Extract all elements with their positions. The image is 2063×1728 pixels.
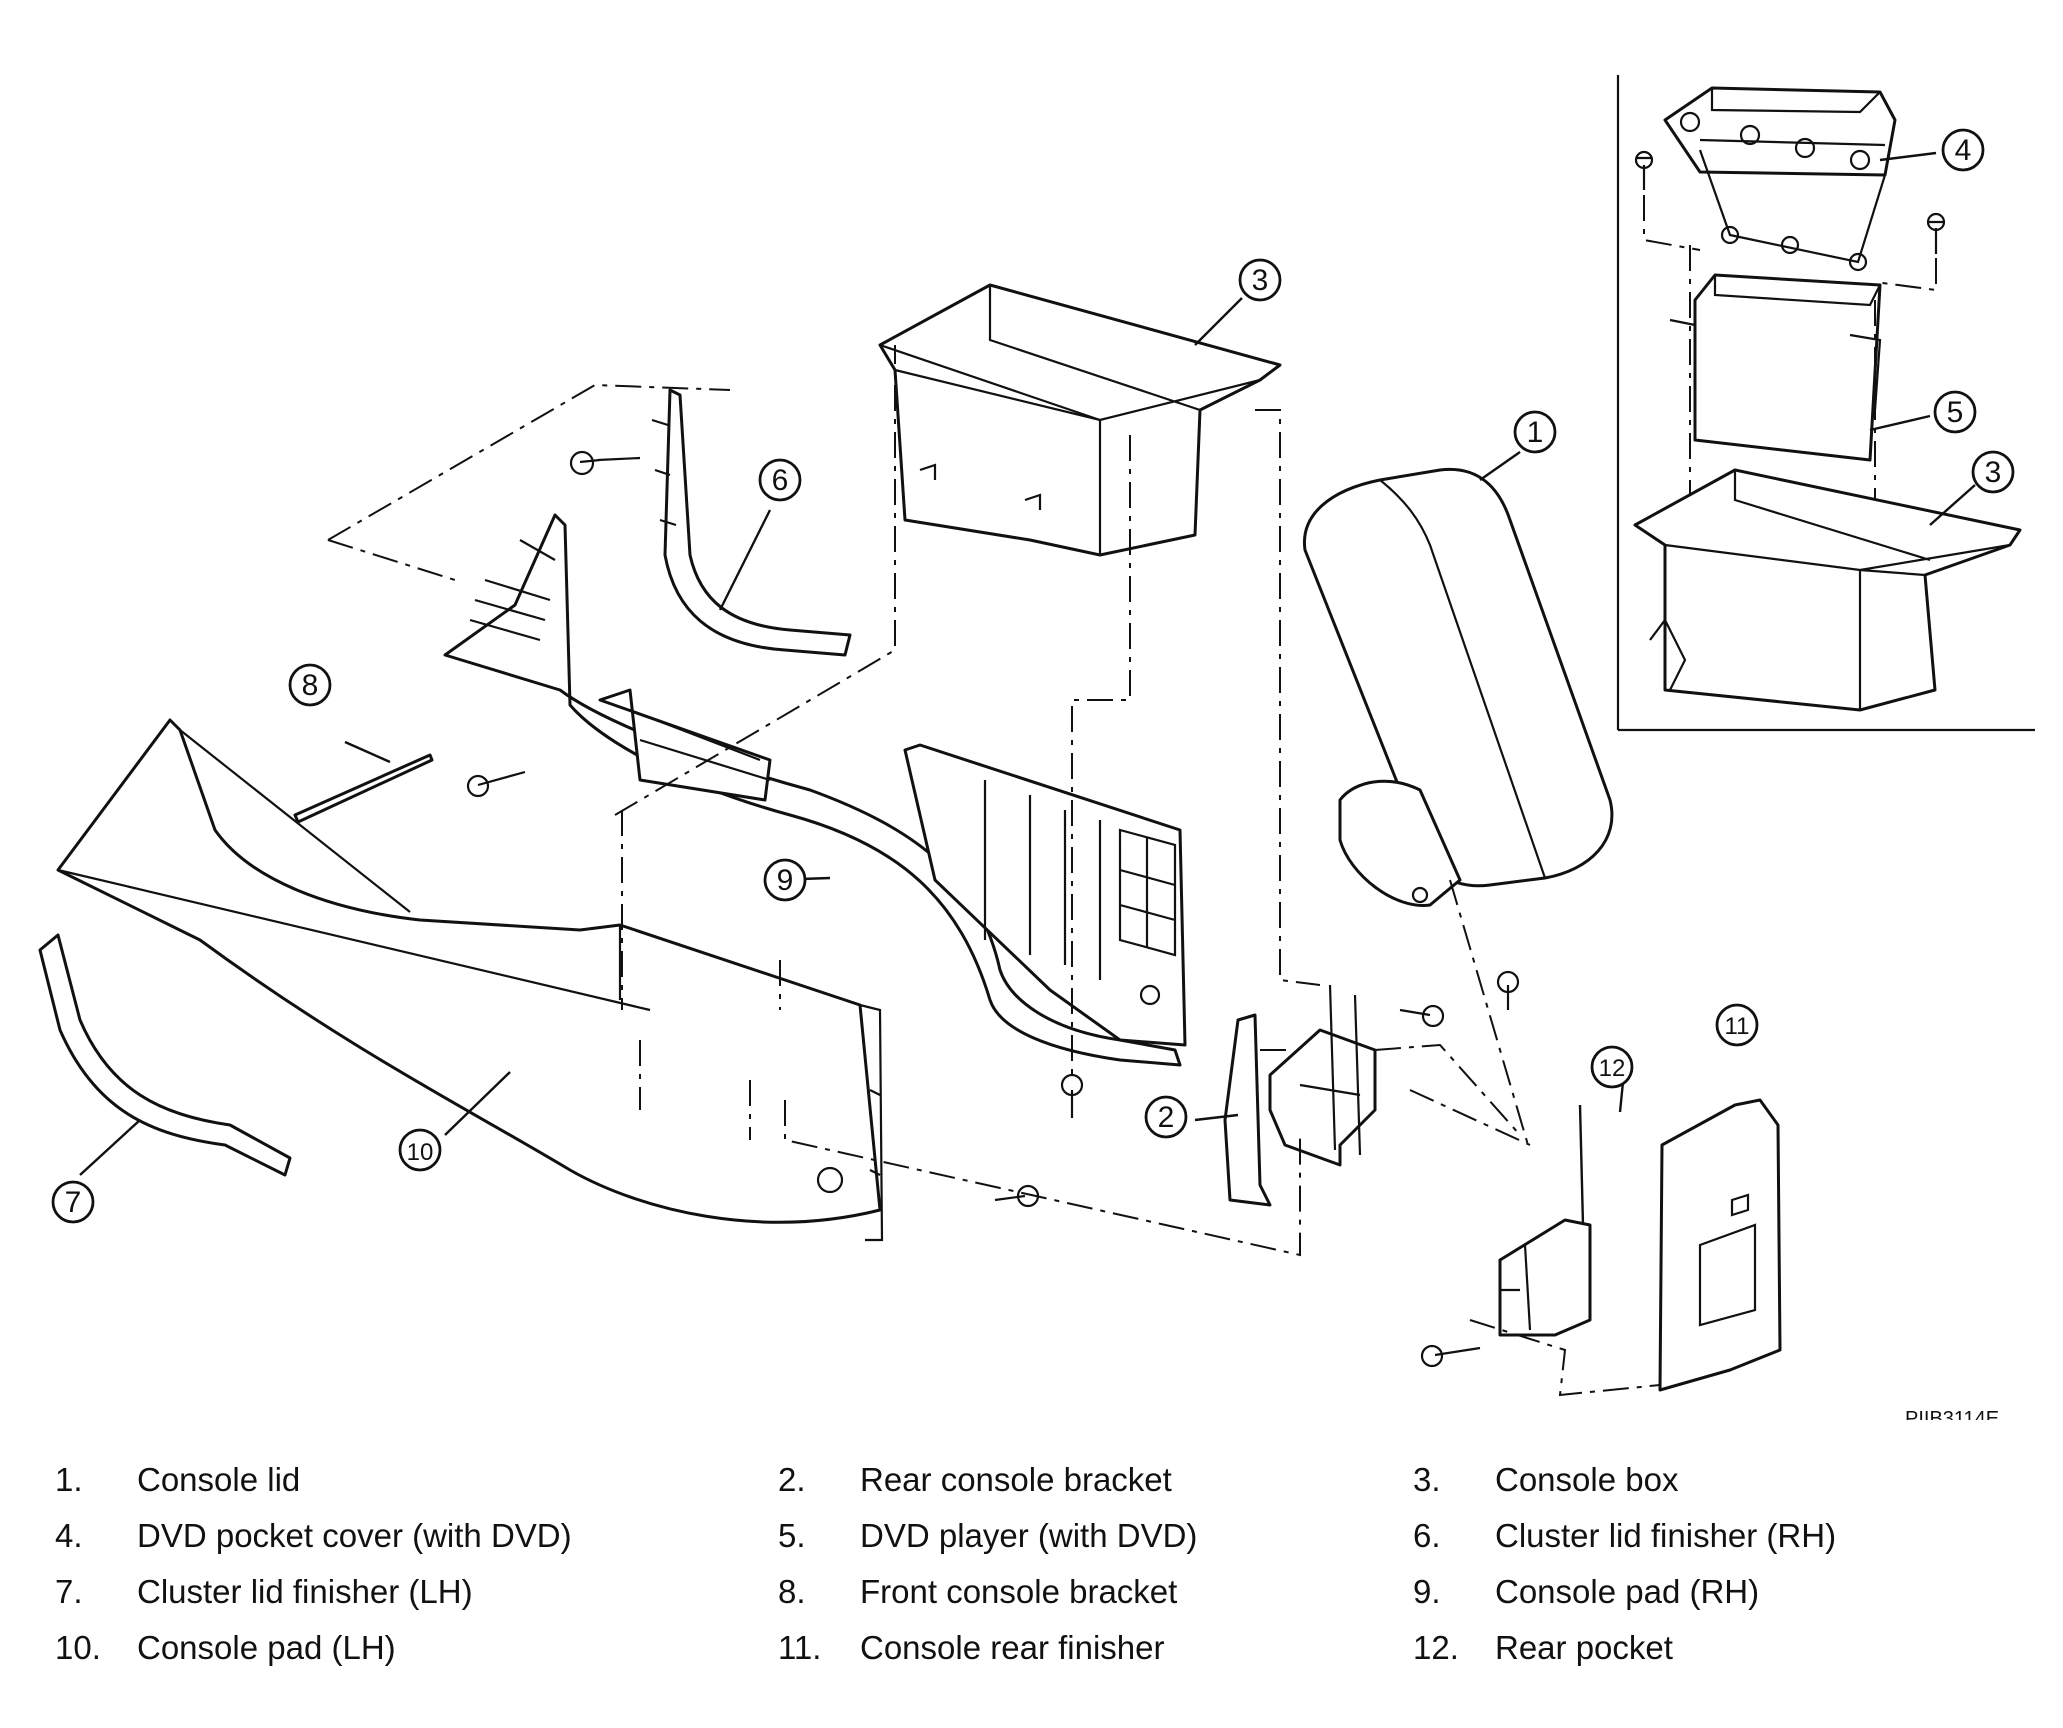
callout-4: 4	[1941, 128, 1985, 172]
front-console-bracket	[293, 753, 434, 824]
figure-code: PIIB3114E	[1905, 1408, 1999, 1420]
svg-text:8: 8	[302, 669, 319, 702]
svg-text:12: 12	[1599, 1055, 1626, 1082]
console-rear-finisher	[1658, 1098, 1782, 1392]
callout-10: 10	[398, 1128, 442, 1172]
callout-11: 11	[1715, 1003, 1759, 1047]
callout-3-inset: 3	[1971, 450, 2015, 494]
parts-legend: 1.Console lid 2.Rear console bracket 3.C…	[55, 1461, 1837, 1666]
console-box	[878, 283, 1282, 557]
callout-1: 1	[1513, 410, 1557, 454]
callout-6: 6	[758, 458, 802, 502]
finisher-clip-area	[327, 383, 731, 581]
console-lid	[1302, 467, 1614, 907]
svg-text:9: 9	[777, 864, 794, 897]
console-pad-rh	[443, 513, 1182, 1067]
rear-pocket	[1498, 1218, 1592, 1337]
callout-8: 8	[288, 663, 332, 707]
leader-lines	[79, 151, 1976, 1226]
screw-fasteners	[466, 450, 1520, 1368]
callout-2: 2	[1144, 1095, 1188, 1139]
dvd-player	[1669, 273, 1882, 462]
console-pad-rh-panel	[903, 743, 1187, 1047]
callout-3: 3	[1238, 258, 1282, 302]
svg-text:5: 5	[1947, 396, 1964, 429]
svg-text:3: 3	[1985, 456, 2002, 489]
svg-text:4: 4	[1955, 134, 1972, 167]
cluster-lid-finisher-rh	[651, 388, 852, 657]
callout-9: 9	[763, 858, 807, 902]
assembly-lines	[614, 345, 1661, 1397]
svg-text:7: 7	[65, 1186, 82, 1219]
svg-text:2: 2	[1158, 1101, 1175, 1134]
dvd-inset-frame	[1616, 75, 2035, 732]
svg-text:6: 6	[772, 464, 789, 497]
svg-text:1: 1	[1527, 416, 1544, 449]
callout-7: 7	[51, 1180, 95, 1224]
svg-text:3: 3	[1252, 264, 1269, 297]
inset-screws	[1634, 150, 1946, 292]
console-box-inset	[1633, 468, 2022, 712]
callout-5: 5	[1933, 390, 1977, 434]
svg-text:10: 10	[407, 1139, 434, 1166]
exploded-parts-diagram: 1 2 3 4 5 3 6 7 8 9 10 11 12 PIIB3114E	[38, 75, 2035, 1420]
console-pad-lh	[56, 718, 884, 1242]
callout-12: 12	[1590, 1045, 1634, 1089]
rear-console-bracket	[1223, 984, 1377, 1207]
dvd-pocket-cover	[1663, 86, 1897, 272]
cluster-lid-finisher-lh	[38, 933, 292, 1177]
svg-text:11: 11	[1725, 1013, 1750, 1040]
